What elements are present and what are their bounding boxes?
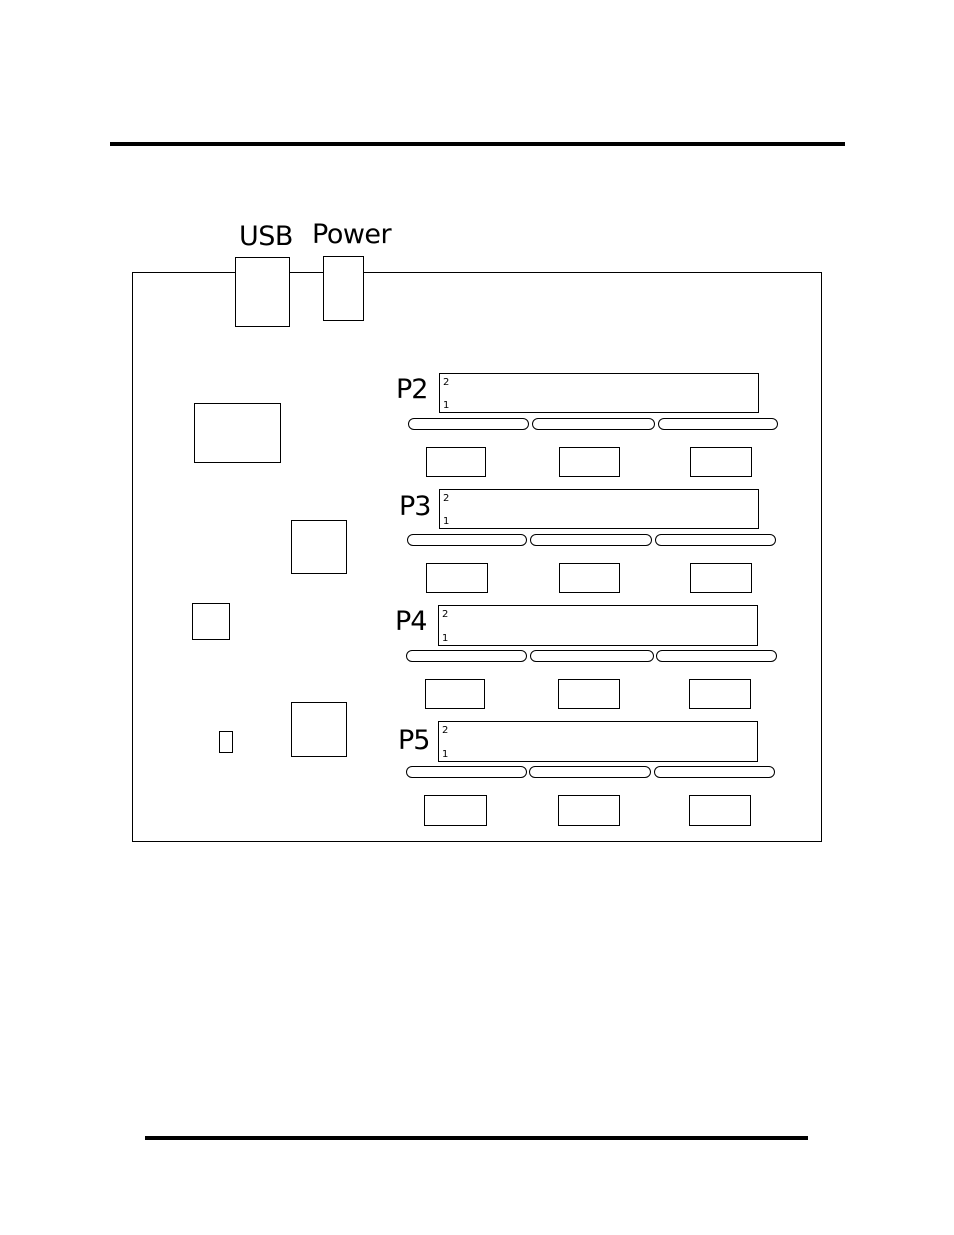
- pin-1-label: 1: [443, 401, 449, 411]
- component-small-square: [192, 603, 230, 640]
- chip-p5-2: [558, 795, 620, 826]
- slot-p3-3: [655, 534, 776, 546]
- chip-p3-1: [426, 563, 488, 593]
- pin-2-label: 2: [442, 726, 448, 736]
- pin-1-label: 1: [443, 517, 449, 527]
- usb-connector: [235, 257, 290, 327]
- chip-p3-3: [690, 563, 752, 593]
- usb-label: USB: [239, 223, 293, 250]
- header-p4: 2 1: [438, 605, 758, 646]
- slot-p4-3: [656, 650, 777, 662]
- slot-p5-1: [406, 766, 527, 778]
- top-rule: [110, 142, 845, 146]
- pin-1-label: 1: [442, 750, 448, 760]
- component-large-rect: [194, 403, 281, 463]
- chip-p2-2: [559, 447, 620, 477]
- pin-2-label: 2: [442, 610, 448, 620]
- pin-2-label: 2: [443, 378, 449, 388]
- chip-p2-1: [426, 447, 486, 477]
- header-p3: 2 1: [439, 489, 759, 529]
- chip-p4-2: [558, 679, 620, 709]
- component-square-upper: [291, 520, 347, 574]
- chip-p2-3: [690, 447, 752, 477]
- power-label: Power: [312, 221, 391, 248]
- chip-p5-3: [689, 795, 751, 826]
- header-p2: 2 1: [439, 373, 759, 413]
- port-label-p4: P4: [395, 608, 426, 635]
- chip-p3-2: [559, 563, 620, 593]
- header-p5: 2 1: [438, 721, 758, 762]
- slot-p3-1: [407, 534, 527, 546]
- port-label-p5: P5: [398, 727, 429, 754]
- slot-p2-2: [532, 418, 655, 430]
- slot-p5-3: [654, 766, 775, 778]
- chip-p4-1: [425, 679, 485, 709]
- pin-2-label: 2: [443, 494, 449, 504]
- slot-p5-2: [529, 766, 651, 778]
- slot-p3-2: [530, 534, 652, 546]
- port-label-p2: P2: [396, 376, 427, 403]
- chip-p4-3: [689, 679, 751, 709]
- pin-1-label: 1: [442, 634, 448, 644]
- slot-p2-1: [408, 418, 529, 430]
- component-tiny-rect: [219, 731, 233, 753]
- slot-p4-1: [406, 650, 527, 662]
- slot-p4-2: [530, 650, 654, 662]
- power-connector: [323, 256, 364, 321]
- slot-p2-3: [658, 418, 778, 430]
- chip-p5-1: [424, 795, 487, 826]
- bottom-rule: [145, 1136, 808, 1140]
- port-label-p3: P3: [399, 493, 430, 520]
- component-square-lower: [291, 702, 347, 757]
